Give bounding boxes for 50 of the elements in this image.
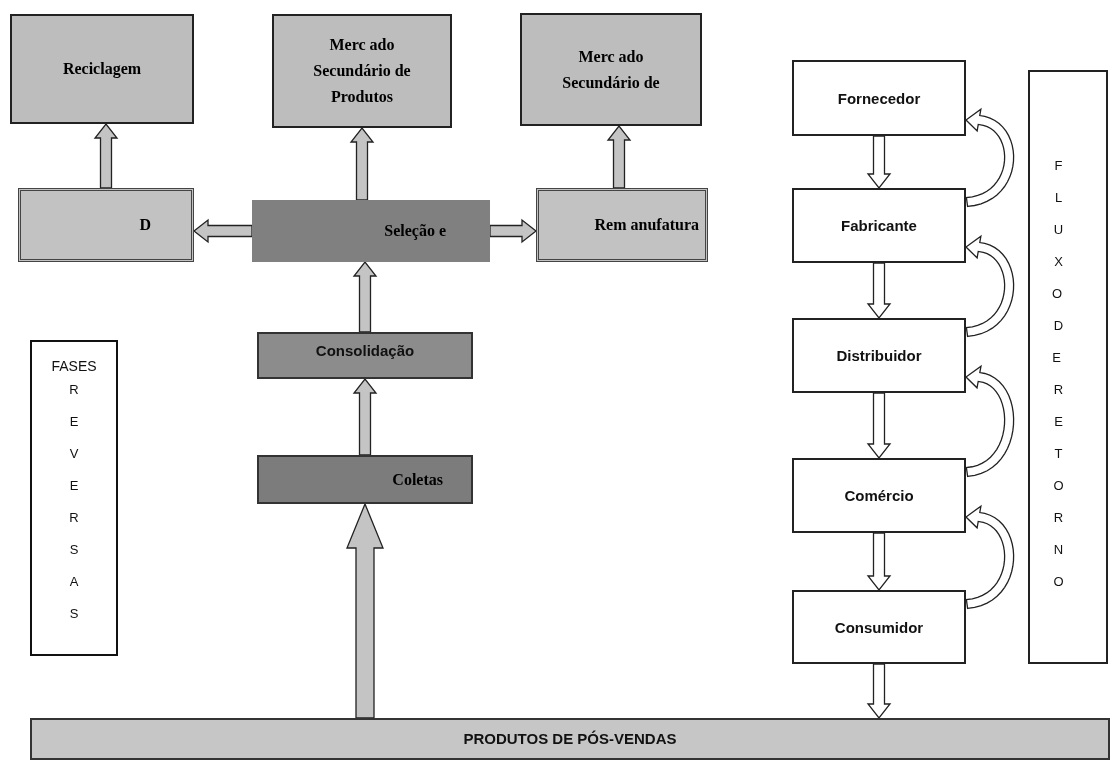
process-box	[536, 188, 708, 262]
box-label: Merc ado Secundário de	[561, 46, 661, 93]
box-label: Reciclagem	[62, 59, 142, 80]
curved-block-arrow	[965, 107, 1015, 208]
box-label: Fornecedor	[837, 89, 921, 107]
process-box	[272, 14, 452, 128]
block-arrow	[866, 663, 892, 720]
process-box	[792, 60, 966, 136]
process-box	[252, 200, 490, 262]
block-arrow	[349, 126, 375, 201]
curved-block-arrow	[965, 504, 1015, 610]
block-arrow	[93, 122, 119, 189]
process-box	[10, 14, 194, 124]
box-label: Rem anufatura	[594, 215, 699, 235]
block-arrow	[352, 377, 378, 456]
box-label: Seleção e	[384, 221, 446, 242]
base-bar	[30, 718, 1110, 760]
block-arrow	[489, 218, 538, 244]
block-arrow	[866, 532, 892, 592]
box-label: Consumidor	[834, 618, 924, 636]
box-label: Coletas	[392, 469, 443, 490]
box-label: Merc ado Secundário de Produtos	[312, 35, 412, 107]
process-box	[257, 455, 473, 504]
box-label: Comércio	[844, 487, 914, 504]
curved-block-arrow	[965, 234, 1015, 338]
vertical-label: REVERSAS	[68, 381, 80, 623]
process-box	[18, 188, 194, 262]
side-panel	[30, 340, 118, 656]
curved-block-arrow	[965, 364, 1015, 478]
block-arrow	[866, 392, 892, 460]
process-box	[792, 458, 966, 533]
block-arrow	[866, 135, 892, 190]
block-arrow	[346, 502, 384, 719]
box-label: Fabricante	[841, 217, 917, 234]
block-arrow	[352, 260, 378, 333]
box-label: Consolidação	[315, 342, 415, 359]
box-label: D	[139, 215, 151, 235]
block-arrow	[192, 218, 253, 244]
process-box	[520, 13, 702, 126]
block-arrow	[866, 262, 892, 320]
panel-label: FASES	[51, 358, 97, 374]
process-box	[792, 590, 966, 664]
side-panel	[1028, 70, 1108, 664]
box-label: Distribuidor	[836, 347, 922, 364]
block-arrow	[606, 124, 632, 189]
process-box	[257, 332, 473, 379]
process-box	[792, 318, 966, 393]
process-box	[792, 188, 966, 263]
box-label: PRODUTOS DE PÓS-VENDAS	[463, 730, 677, 747]
vertical-label: FLUXO DE RETORNO	[1052, 157, 1065, 591]
